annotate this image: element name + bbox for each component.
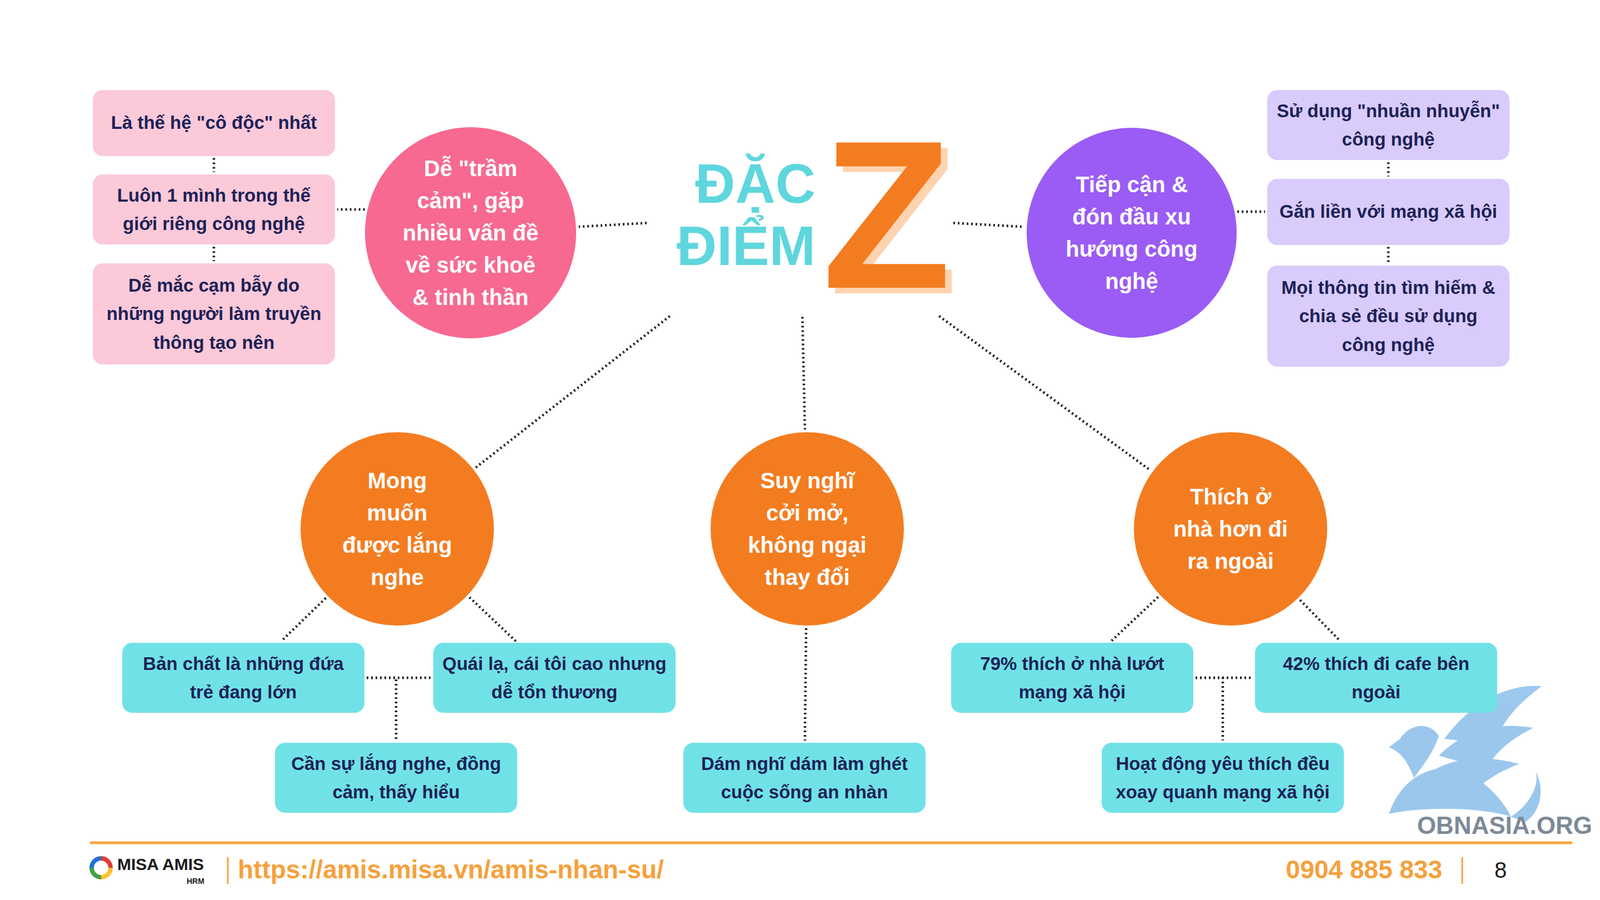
cyan-box: 79% thích ở nhà lướt mạng xã hội [951, 642, 1194, 713]
logo-mark [91, 858, 111, 878]
footer-url: https://amis.misa.vn/amis-nhan-su/ [237, 854, 664, 885]
node-text: 42% thích đi cafe bên ngoài [1263, 649, 1489, 707]
title-letter: Z [822, 114, 952, 315]
node-text: Hoạt động yêu thích đều xoay quanh mạng … [1110, 749, 1335, 807]
griffin-head [1388, 726, 1439, 778]
pink-box: Luôn 1 mình trong thế giới riêng công ng… [92, 174, 335, 245]
orange-circle: Suy nghĩ cởi mở, không ngại thay đổi [710, 431, 905, 627]
title-text: ĐẶC ĐIỂM [648, 152, 816, 277]
node-text: Suy nghĩ cởi mở, không ngại thay đổi [743, 464, 872, 594]
node-text: 79% thích ở nhà lướt mạng xã hội [960, 649, 1185, 707]
node-text: Thích ở nhà hơn đi ra ngoài [1172, 480, 1289, 578]
purple-circle: Tiếp cận & đón đầu xu hướng công nghệ [1026, 127, 1238, 339]
dotted-connector [212, 246, 216, 262]
logo-subtext: HRM [186, 876, 205, 887]
node-text: Tiếp cận & đón đầu xu hướng công nghệ [1059, 168, 1204, 298]
footer-rule [90, 841, 1573, 845]
footer-separator [1461, 857, 1464, 884]
circle-shape [300, 432, 494, 626]
circle-outline [300, 431, 495, 627]
cyan-box: Cần sự lắng nghe, đồng cảm, thấy hiểu [275, 742, 518, 813]
footer-separator [227, 857, 229, 884]
dotted-connector [1387, 162, 1390, 177]
pink-circle: Dễ "trầm cảm", gặp nhiều vấn đề về sức k… [364, 126, 577, 339]
node-text: Dễ mắc cạm bẫy do những người làm truyền… [101, 271, 327, 357]
dotted-connector [469, 597, 516, 642]
dotted-connector [1387, 247, 1390, 264]
circle-shape [365, 127, 577, 339]
node-text: Bản chất là những đứa trẻ đang lớn [131, 649, 356, 707]
logo-arc [91, 858, 102, 868]
dotted-connector [475, 316, 670, 468]
dotted-connector [802, 316, 805, 430]
dotted-connector [953, 222, 1024, 227]
circle-shape [1133, 432, 1328, 626]
node-text: Dễ "trầm cảm", gặp nhiều vấn đề về sức k… [395, 152, 546, 314]
lavender-box: Mọi thông tin tìm hiếm & chia sẻ đều sử … [1267, 265, 1510, 367]
circle-outline [710, 431, 905, 627]
node-text: Mong muốn được lắng nghe [341, 464, 453, 594]
cyan-box: 42% thích đi cafe bên ngoài [1255, 642, 1498, 713]
lavender-box: Sử dụng "nhuần nhuyễn" công nghệ [1267, 90, 1510, 160]
pink-box: Là thế hệ "cô độc" nhất [92, 90, 335, 157]
node-text: Sử dụng "nhuần nhuyễn" công nghệ [1276, 96, 1501, 154]
lavender-box: Gắn liền với mạng xã hội [1267, 178, 1510, 245]
griffin-body [1388, 768, 1512, 817]
dotted-connector [1195, 677, 1223, 741]
dotted-connector [337, 208, 365, 212]
pink-box: Dễ mắc cạm bẫy do những người làm truyền… [92, 263, 335, 365]
orange-circle: Thích ở nhà hơn đi ra ngoài [1133, 431, 1328, 627]
central-title: ĐẶC ĐIỂMZ [648, 114, 952, 315]
cyan-box: Dám nghĩ dám làm ghét cuộc sống an nhàn [683, 742, 926, 813]
orange-circle: Mong muốn được lắng nghe [300, 431, 495, 627]
dotted-connector [1300, 600, 1340, 642]
logo-text: MISA AMIS [117, 854, 204, 875]
node-text: Cần sự lắng nghe, đồng cảm, thấy hiểu [283, 749, 509, 807]
cyan-box: Quái lạ, cái tôi cao nhưng dễ tổn thương [433, 642, 676, 713]
logo-arc [91, 867, 102, 878]
circle-shape [1026, 127, 1237, 338]
dotted-connector [1111, 597, 1159, 642]
watermark: OBNASIA.ORG [1417, 811, 1593, 841]
dotted-connector [1237, 210, 1265, 214]
node-text: Gắn liền với mạng xã hội [1279, 197, 1498, 226]
dotted-connector [212, 158, 216, 173]
node-text: Quái lạ, cái tôi cao nhưng dễ tổn thương [442, 649, 667, 707]
node-text: Mọi thông tin tìm hiếm & chia sẻ đều sử … [1276, 273, 1501, 359]
node-text: Là thế hệ "cô độc" nhất [111, 108, 318, 137]
logo-arc [101, 867, 111, 878]
dotted-connector [1195, 676, 1253, 680]
cyan-box: Bản chất là những đứa trẻ đang lớn [122, 642, 365, 713]
dotted-connector [938, 316, 1150, 471]
node-text: Luôn 1 mình trong thế giới riêng công ng… [101, 181, 327, 238]
footer-phone: 0904 885 833 [1286, 854, 1443, 885]
circle-outline [1026, 127, 1238, 339]
dotted-connector [366, 677, 397, 741]
cyan-box: Hoạt động yêu thích đều xoay quanh mạng … [1101, 742, 1344, 813]
dotted-connector [578, 222, 647, 227]
dotted-connector [805, 628, 807, 741]
page-number: 8 [1494, 856, 1507, 884]
circle-shape [710, 432, 904, 626]
logo-arc [101, 858, 111, 868]
dotted-connector [281, 597, 326, 642]
node-text: Dám nghĩ dám làm ghét cuộc sống an nhàn [692, 749, 917, 807]
